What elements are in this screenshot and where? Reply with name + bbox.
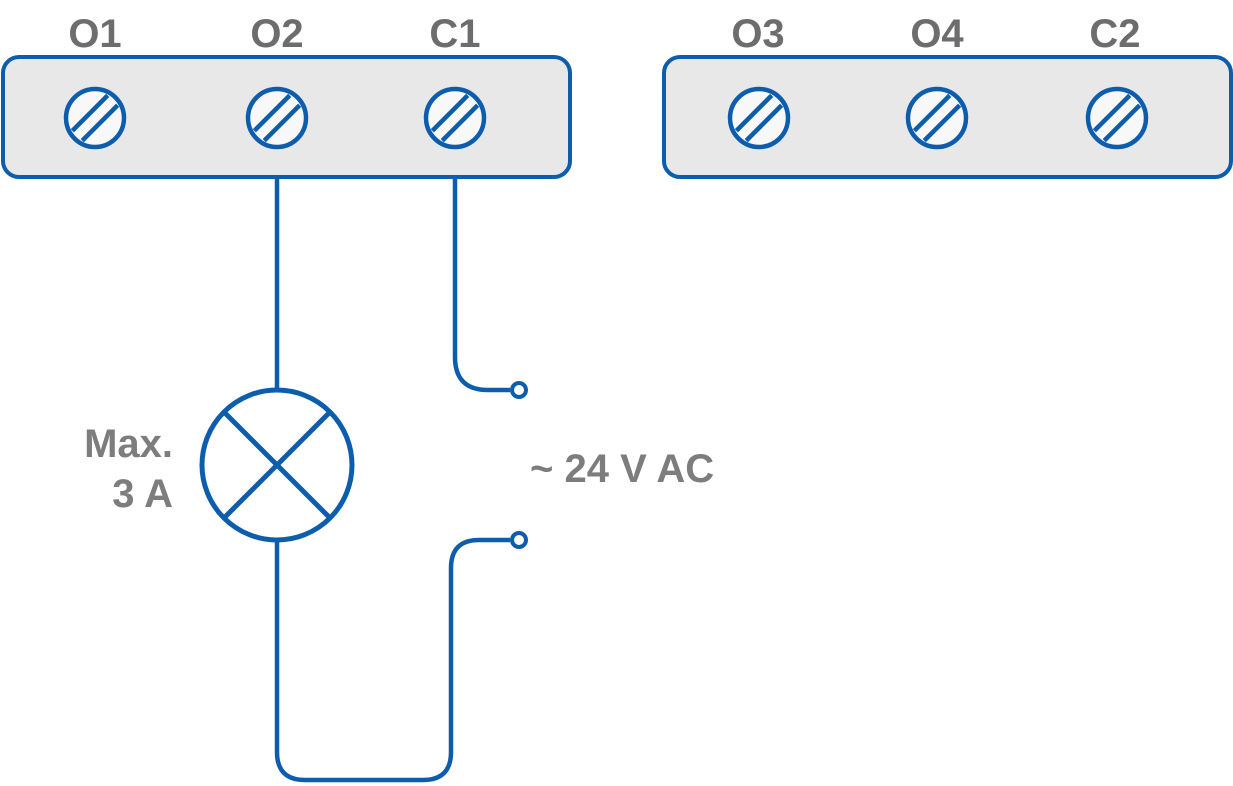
- screw-terminal-o1-icon: [63, 86, 127, 150]
- terminal-label-o2: O2: [250, 12, 303, 56]
- max-current-label-line2: 3 A: [112, 472, 173, 516]
- terminal-label-o1: O1: [68, 12, 121, 56]
- lamp-icon: [199, 387, 355, 543]
- terminal-label-o4: O4: [910, 12, 964, 56]
- terminal-label-o3: O3: [731, 12, 784, 56]
- max-current-label-line1: Max.: [84, 422, 173, 466]
- supply-voltage-label: ~ 24 V AC: [530, 447, 714, 491]
- screw-terminal-o2-icon: [245, 86, 309, 150]
- supply-terminal-top-icon: [510, 381, 528, 399]
- supply-terminal-bottom-icon: [510, 531, 528, 549]
- terminal-label-c2: C2: [1089, 12, 1140, 56]
- screw-terminal-o4-icon: [905, 86, 969, 150]
- screw-terminal-c1-icon: [423, 86, 487, 150]
- wire-c1-to-supply: [452, 177, 510, 393]
- wire-lamp-to-supply: [274, 537, 510, 783]
- terminal-block-left: O1 O2 C1: [1, 12, 572, 179]
- terminal-block-right: O3 O4 C2: [662, 12, 1233, 179]
- terminal-label-c1: C1: [429, 12, 480, 56]
- screw-terminal-c2-icon: [1085, 86, 1149, 150]
- screw-terminal-o3-icon: [727, 86, 791, 150]
